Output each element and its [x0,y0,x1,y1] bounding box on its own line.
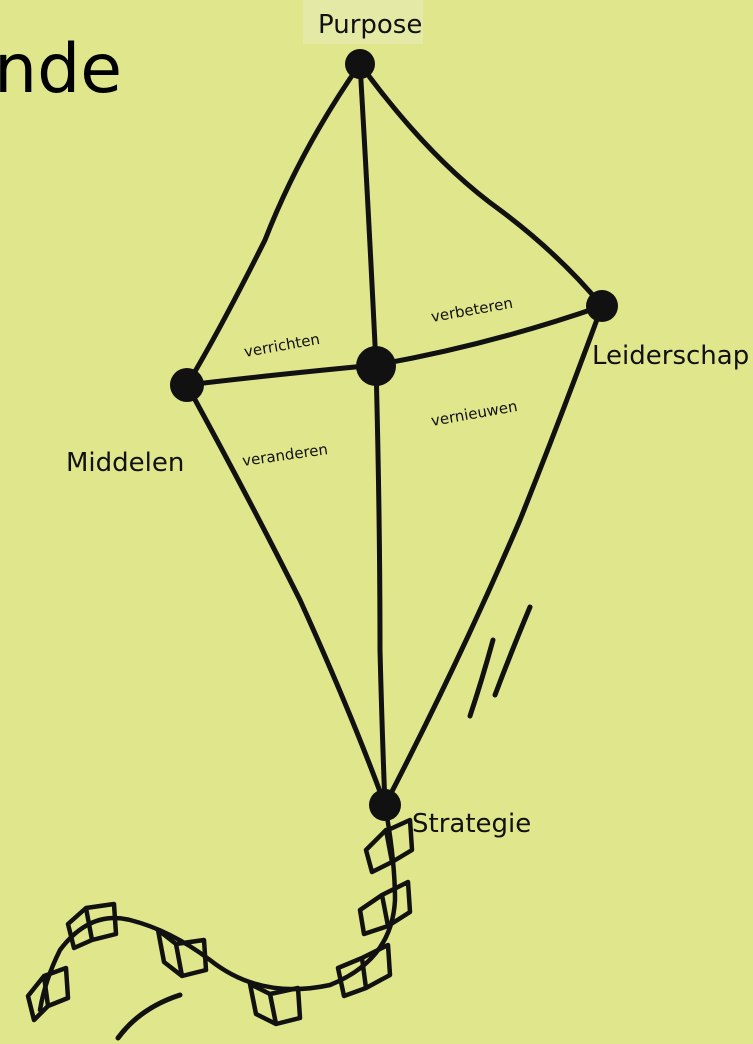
node-middelen [170,368,204,402]
label-vernieuwen: vernieuwen [430,397,519,430]
node-center [356,346,396,386]
label-purpose: Purpose [318,10,422,40]
label-verrichten: verrichten [243,330,322,361]
wind-stroke-long [495,607,530,695]
label-middelen: Middelen [66,448,184,478]
tail-bow-3 [338,945,390,996]
node-leiderschap [586,290,618,322]
label-verbeteren: verbeteren [430,294,515,326]
tail-swoosh [118,995,180,1038]
node-purpose [345,49,375,79]
tail-bow-6 [68,904,116,948]
tail-bows [28,820,412,1024]
label-veranderen: veranderen [241,440,329,470]
label-strategie: Strategie [412,809,531,839]
tail-bow-1 [366,820,412,872]
spine-vertical [360,64,385,805]
wind-stroke-short [470,640,493,716]
edge-purpose-leiderschap [360,64,602,306]
edge-leiderschap-strategie [385,306,602,805]
tail-bow-2 [360,882,410,934]
label-leiderschap: Leiderschap [592,341,749,371]
tail-bow-7 [28,968,68,1020]
